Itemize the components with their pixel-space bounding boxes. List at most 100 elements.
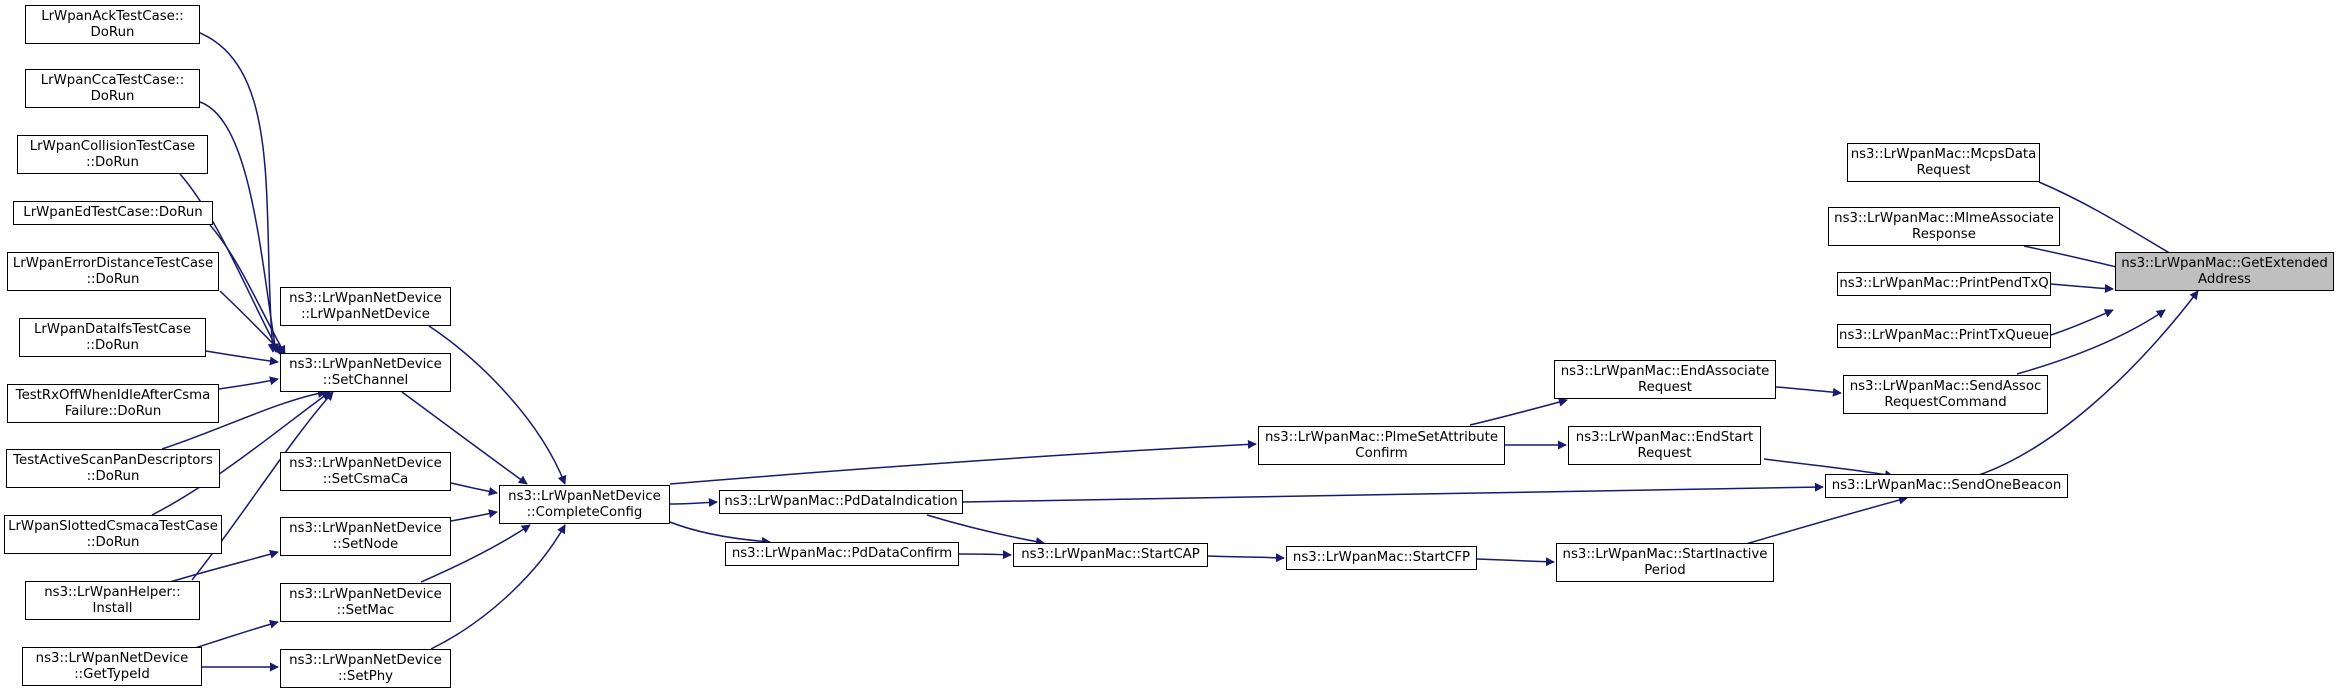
node-label: LrWpanCollisionTestCase ::DoRun bbox=[29, 138, 196, 170]
edge-ed-test-case-to-set-channel bbox=[209, 224, 286, 355]
node-send-assoc-request-command[interactable]: ns3::LrWpanMac::SendAssoc RequestCommand bbox=[1843, 375, 2048, 414]
edge-active-scan-test-case-to-set-channel bbox=[161, 388, 327, 450]
node-send-one-beacon[interactable]: ns3::LrWpanMac::SendOneBeacon bbox=[1825, 474, 2068, 498]
node-label: ns3::LrWpanMac::EndAssociate Request bbox=[1560, 363, 1770, 395]
node-print-pend-txq[interactable]: ns3::LrWpanMac::PrintPendTxQ bbox=[1837, 272, 2051, 296]
node-label: LrWpanEdTestCase::DoRun bbox=[23, 205, 203, 220]
node-pd-data-indication[interactable]: ns3::LrWpanMac::PdDataIndication bbox=[719, 490, 963, 514]
node-label: ns3::LrWpanMac::McpsData Request bbox=[1850, 146, 2037, 178]
node-print-tx-queue[interactable]: ns3::LrWpanMac::PrintTxQueue bbox=[1837, 324, 2051, 348]
node-label: TestActiveScanPanDescriptors ::DoRun bbox=[13, 452, 213, 484]
node-label: ns3::LrWpanNetDevice ::SetMac bbox=[289, 586, 442, 618]
edge-print-tx-queue-to-get-extended-address bbox=[2050, 309, 2114, 336]
node-label: ns3::LrWpanMac::StartCFP bbox=[1292, 550, 1471, 565]
edge-lrwpan-net-device-to-complete-config bbox=[428, 325, 567, 485]
node-get-extended-address[interactable]: ns3::LrWpanMac::GetExtended Address bbox=[2115, 252, 2334, 291]
node-label: ns3::LrWpanNetDevice ::GetTypeId bbox=[35, 650, 189, 682]
node-label: ns3::LrWpanMac::PrintTxQueue bbox=[1839, 328, 2049, 343]
node-error-distance-test-case[interactable]: LrWpanErrorDistanceTestCase ::DoRun bbox=[7, 252, 219, 291]
node-label: LrWpanSlottedCsmacaTestCase ::DoRun bbox=[8, 518, 218, 550]
node-label: LrWpanAckTestCase:: DoRun bbox=[41, 8, 184, 40]
node-set-node[interactable]: ns3::LrWpanNetDevice ::SetNode bbox=[280, 517, 451, 556]
node-ed-test-case[interactable]: LrWpanEdTestCase::DoRun bbox=[13, 201, 213, 225]
edge-set-channel-to-complete-config bbox=[401, 391, 528, 485]
edge-set-phy-to-complete-config bbox=[430, 524, 566, 650]
edge-pd-data-indication-to-start-cap bbox=[926, 514, 1045, 546]
node-rx-off-test-case[interactable]: TestRxOffWhenIdleAfterCsma Failure::DoRu… bbox=[7, 384, 219, 423]
node-set-phy[interactable]: ns3::LrWpanNetDevice ::SetPhy bbox=[280, 649, 451, 688]
node-label: TestRxOffWhenIdleAfterCsma Failure::DoRu… bbox=[15, 387, 211, 419]
node-end-start-request[interactable]: ns3::LrWpanMac::EndStart Request bbox=[1568, 426, 1761, 465]
edge-end-associate-request-to-send-assoc-request-command bbox=[1775, 386, 1842, 397]
edge-ack-test-case-to-set-channel bbox=[169, 24, 277, 353]
node-label: LrWpanErrorDistanceTestCase ::DoRun bbox=[12, 255, 214, 287]
node-cca-test-case[interactable]: LrWpanCcaTestCase:: DoRun bbox=[25, 69, 200, 108]
edge-error-distance-test-case-to-set-channel bbox=[219, 290, 284, 355]
node-set-csma-ca[interactable]: ns3::LrWpanNetDevice ::SetCsmaCa bbox=[280, 452, 451, 491]
edge-plme-set-attribute-confirm-to-end-associate-request bbox=[1469, 397, 1568, 426]
edge-set-mac-to-complete-config bbox=[420, 524, 531, 583]
node-mlme-associate-response[interactable]: ns3::LrWpanMac::MlmeAssociate Response bbox=[1828, 207, 2060, 246]
edge-set-node-to-complete-config bbox=[450, 509, 498, 522]
node-set-mac[interactable]: ns3::LrWpanNetDevice ::SetMac bbox=[280, 583, 451, 622]
edge-send-one-beacon-to-get-extended-address bbox=[1978, 290, 2199, 476]
node-ack-test-case[interactable]: LrWpanAckTestCase:: DoRun bbox=[25, 5, 200, 44]
edge-start-cfp-to-start-inactive-period bbox=[1476, 557, 1555, 567]
node-label: ns3::LrWpanMac::PdDataIndication bbox=[724, 494, 958, 509]
node-mcps-data-request[interactable]: ns3::LrWpanMac::McpsData Request bbox=[1847, 143, 2040, 182]
node-start-cap[interactable]: ns3::LrWpanMac::StartCAP bbox=[1013, 543, 1208, 567]
edge-data-ifs-test-case-to-set-channel bbox=[205, 350, 279, 366]
node-label: LrWpanCcaTestCase:: DoRun bbox=[40, 72, 185, 104]
node-label: ns3::LrWpanHelper:: Install bbox=[44, 584, 181, 616]
node-label: ns3::LrWpanNetDevice ::SetPhy bbox=[289, 652, 442, 684]
node-collision-test-case[interactable]: LrWpanCollisionTestCase ::DoRun bbox=[17, 135, 208, 174]
node-start-cfp[interactable]: ns3::LrWpanMac::StartCFP bbox=[1286, 546, 1477, 570]
node-label: ns3::LrWpanMac::PrintPendTxQ bbox=[1839, 276, 2049, 291]
node-plme-set-attribute-confirm[interactable]: ns3::LrWpanMac::PlmeSetAttribute Confirm bbox=[1258, 426, 1505, 465]
node-label: ns3::LrWpanMac::SendAssoc RequestCommand bbox=[1849, 378, 2042, 410]
edge-set-csma-ca-to-complete-config bbox=[450, 482, 498, 496]
node-label: ns3::LrWpanMac::MlmeAssociate Response bbox=[1834, 210, 2054, 242]
node-pd-data-confirm[interactable]: ns3::LrWpanMac::PdDataConfirm bbox=[725, 542, 959, 566]
node-label: ns3::LrWpanNetDevice ::SetChannel bbox=[289, 356, 442, 388]
edge-complete-config-to-pd-data-indication bbox=[669, 498, 718, 508]
node-active-scan-test-case[interactable]: TestActiveScanPanDescriptors ::DoRun bbox=[6, 449, 220, 488]
node-label: ns3::LrWpanMac::SendOneBeacon bbox=[1831, 478, 2062, 493]
node-end-associate-request[interactable]: ns3::LrWpanMac::EndAssociate Request bbox=[1554, 360, 1776, 399]
node-data-ifs-test-case[interactable]: LrWpanDataIfsTestCase ::DoRun bbox=[19, 318, 206, 357]
node-label: ns3::LrWpanMac::PlmeSetAttribute Confirm bbox=[1264, 429, 1499, 461]
edge-helper-install-to-set-node bbox=[169, 549, 279, 583]
node-label: ns3::LrWpanMac::GetExtended Address bbox=[2121, 255, 2328, 287]
node-label: ns3::LrWpanMac::StartCAP bbox=[1021, 547, 1200, 562]
edge-start-inactive-period-to-send-one-beacon bbox=[1745, 495, 1908, 545]
edge-complete-config-to-plme-set-attribute-confirm bbox=[669, 439, 1257, 485]
edge-get-type-id-to-set-mac bbox=[194, 619, 279, 649]
node-label: ns3::LrWpanMac::EndStart Request bbox=[1575, 429, 1754, 461]
node-slotted-csmaca-test-case[interactable]: LrWpanSlottedCsmacaTestCase ::DoRun bbox=[4, 515, 222, 554]
node-label: ns3::LrWpanMac::PdDataConfirm bbox=[731, 546, 953, 561]
edge-collision-test-case-to-set-channel bbox=[179, 173, 281, 355]
edge-pd-data-confirm-to-start-cap bbox=[958, 550, 1012, 560]
node-label: ns3::LrWpanMac::StartInactive Period bbox=[1562, 546, 1768, 578]
edge-helper-install-to-set-channel bbox=[191, 391, 334, 581]
edge-send-assoc-request-command-to-get-extended-address bbox=[2016, 309, 2166, 375]
edge-rx-off-test-case-to-set-channel bbox=[218, 376, 279, 390]
node-label: LrWpanDataIfsTestCase ::DoRun bbox=[33, 321, 192, 353]
node-label: ns3::LrWpanNetDevice ::LrWpanNetDevice bbox=[289, 290, 442, 322]
edge-slotted-csmaca-test-case-to-set-channel bbox=[151, 391, 331, 516]
node-label: ns3::LrWpanNetDevice ::SetCsmaCa bbox=[289, 455, 442, 487]
node-set-channel[interactable]: ns3::LrWpanNetDevice ::SetChannel bbox=[280, 353, 451, 392]
edge-start-cap-to-start-cfp bbox=[1207, 553, 1285, 563]
node-lrwpan-net-device[interactable]: ns3::LrWpanNetDevice ::LrWpanNetDevice bbox=[280, 287, 451, 326]
node-helper-install[interactable]: ns3::LrWpanHelper:: Install bbox=[25, 581, 200, 620]
node-get-type-id[interactable]: ns3::LrWpanNetDevice ::GetTypeId bbox=[22, 647, 202, 686]
edge-print-pend-txq-to-get-extended-address bbox=[2050, 283, 2114, 294]
edge-complete-config-to-pd-data-confirm bbox=[669, 521, 771, 546]
node-complete-config[interactable]: ns3::LrWpanNetDevice ::CompleteConfig bbox=[499, 485, 670, 524]
node-label: ns3::LrWpanNetDevice ::SetNode bbox=[289, 520, 442, 552]
node-start-inactive-period[interactable]: ns3::LrWpanMac::StartInactive Period bbox=[1556, 543, 1774, 582]
node-label: ns3::LrWpanNetDevice ::CompleteConfig bbox=[508, 488, 661, 520]
edge-cca-test-case-to-set-channel bbox=[199, 101, 280, 353]
